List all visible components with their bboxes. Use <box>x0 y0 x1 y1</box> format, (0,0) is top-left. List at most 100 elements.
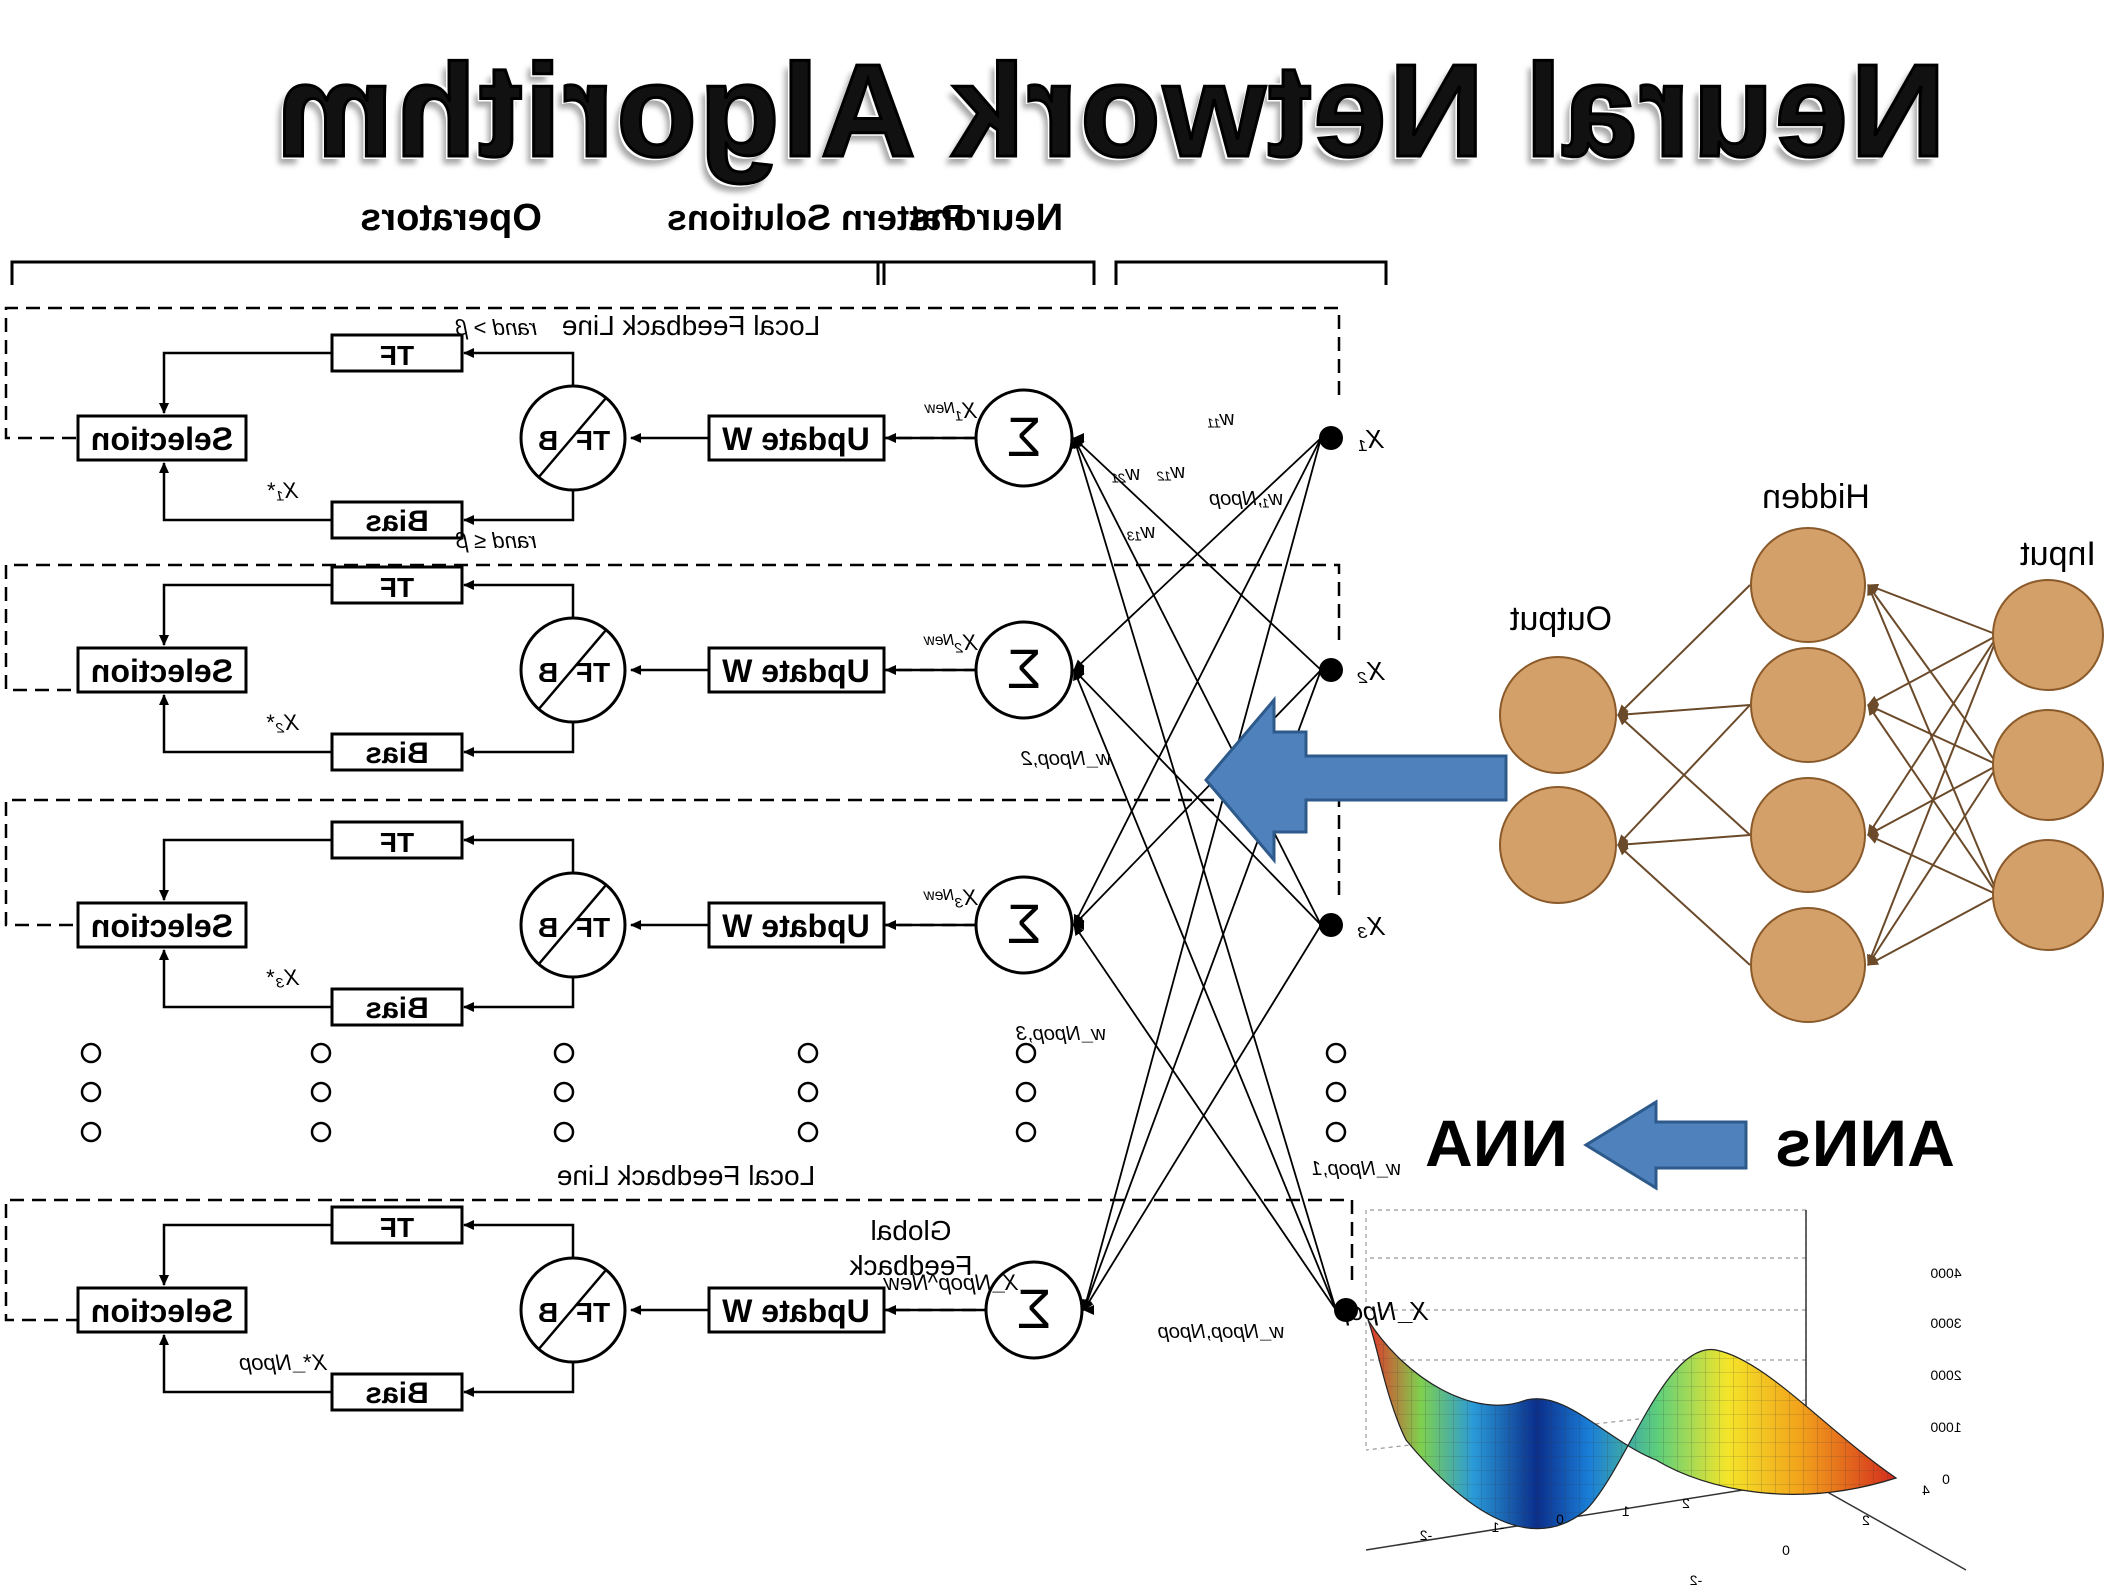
page-title-text: Neural Network Algorithm <box>273 35 1947 185</box>
output-node <box>1499 786 1617 904</box>
star-solution-label: X₃* <box>266 965 300 990</box>
ellipsis-dot <box>553 1081 575 1103</box>
update-w-label: Update W <box>721 653 869 689</box>
ellipsis-dot <box>553 1121 575 1143</box>
selection-label: Selection <box>91 653 233 689</box>
b-circle-label: B <box>538 912 558 943</box>
relation-to-label: NNA <box>1425 1106 1568 1180</box>
operator-rows <box>76 333 1358 1412</box>
x-tick: -1 <box>1492 1519 1505 1535</box>
row-3 <box>76 820 1343 1027</box>
update-w-box <box>707 901 886 949</box>
solution-label: X_Npop <box>1334 1296 1429 1326</box>
y-tick: 0 <box>1782 1542 1790 1558</box>
x-tick: -2 <box>1420 1527 1433 1543</box>
sigma-label: Σ <box>1017 1277 1052 1340</box>
ellipsis-dot <box>310 1081 332 1103</box>
tf-box-label: TF <box>380 340 414 371</box>
y-tick: 2 <box>1862 1512 1870 1528</box>
relation-from-label: ANNs <box>1775 1106 1955 1180</box>
hidden-node <box>1750 647 1866 763</box>
weight-wnpop1: w_Npop,1 <box>1311 1158 1401 1180</box>
rand-le-label: rand ≤ β <box>455 528 536 553</box>
bias-box-label: Bias <box>365 505 428 538</box>
new-solution-label: X₁ᴺᵉʷ <box>923 398 978 423</box>
z-tick: 0 <box>1942 1471 1950 1487</box>
solution-node <box>1334 1298 1358 1322</box>
z-tick: 4000 <box>1930 1265 1961 1281</box>
weight-w11: w₁₁ <box>1207 408 1234 430</box>
update-w-label: Update W <box>721 421 869 457</box>
tf-box-label: TF <box>380 827 414 858</box>
ellipsis-dot <box>1015 1081 1037 1103</box>
sigma-label: Σ <box>1007 892 1042 955</box>
x-tick: 2 <box>1682 1495 1690 1511</box>
local-feedback-bottom: Local Feedback Line <box>557 1160 815 1191</box>
ellipsis-dot <box>310 1121 332 1143</box>
rand-gt-label: rand > β <box>455 315 537 340</box>
tf-box <box>330 333 464 373</box>
update-w-box <box>707 646 886 694</box>
hidden-node <box>1750 907 1866 1023</box>
weight-w13: w₁₃ <box>1127 521 1156 543</box>
global-feedback-2: Feedback <box>849 1250 973 1281</box>
local-feedback-top: Local Feedback Line <box>562 310 820 341</box>
ellipsis-dot <box>1015 1121 1037 1143</box>
page-title: Neural Network Algorithm <box>220 35 2000 185</box>
global-feedback-1: Global <box>871 1215 952 1246</box>
row-npop <box>76 1205 1358 1412</box>
y-tick: -2 <box>1690 1572 1703 1588</box>
weight-w12: w₁₂ <box>1156 461 1185 483</box>
z-tick: 2000 <box>1930 1367 1961 1383</box>
bias-box-label: Bias <box>365 737 428 770</box>
selection-label: Selection <box>91 1293 233 1329</box>
selection-label: Selection <box>91 908 233 944</box>
x-tick: 1 <box>1622 1503 1630 1519</box>
update-w-label: Update W <box>721 1293 869 1329</box>
ellipsis-dot <box>553 1042 575 1064</box>
selection-box <box>76 901 248 949</box>
update-w-label: Update W <box>721 908 869 944</box>
update-w-box <box>707 414 886 462</box>
new-solution-label: X_Npop^New <box>882 1270 1019 1295</box>
selection-box <box>76 414 248 462</box>
ellipsis-dot <box>1325 1042 1347 1064</box>
z-tick: 3000 <box>1930 1315 1961 1331</box>
hidden-node <box>1750 777 1866 893</box>
selection-label: Selection <box>91 421 233 457</box>
hidden-node <box>1750 527 1866 643</box>
tf-circle-label: TF <box>576 425 610 456</box>
input-node <box>1992 839 2104 951</box>
ann-input-label: Input <box>2020 535 2096 573</box>
input-node <box>1992 709 2104 821</box>
b-circle-label: B <box>538 425 558 456</box>
bias-box <box>330 732 464 772</box>
row-2 <box>76 565 1343 772</box>
weight-w21: w₂₁ <box>1112 463 1140 485</box>
ellipsis-dot <box>1325 1081 1347 1103</box>
tf-box <box>330 565 464 605</box>
group-brackets <box>10 260 1388 285</box>
x-tick: 0 <box>1556 1511 1564 1527</box>
bias-box-label: Bias <box>365 992 428 1025</box>
ellipsis-dot <box>1015 1042 1037 1064</box>
tf-circle-label: TF <box>576 657 610 688</box>
row-1 <box>76 333 1343 540</box>
weight-wnpop2: w_Npop,2 <box>1021 748 1111 770</box>
ellipsis-dot <box>1325 1121 1347 1143</box>
tf-circle-label: TF <box>576 912 610 943</box>
solution-label: X₁ <box>1358 424 1385 454</box>
header-neurons: Neurons <box>909 197 1063 239</box>
sigma-label: Σ <box>1007 405 1042 468</box>
surface-plot <box>1365 1209 1967 1571</box>
solution-node <box>1319 913 1343 937</box>
ann-hidden-label: Hidden <box>1762 478 1870 516</box>
selection-box <box>76 1286 248 1334</box>
bias-box <box>330 987 464 1027</box>
b-circle-label: B <box>538 657 558 688</box>
weight-w1npop: w₁,Npop <box>1209 488 1283 510</box>
ellipsis-dots <box>80 1042 1347 1143</box>
new-solution-label: X₃ᴺᵉʷ <box>922 885 978 910</box>
